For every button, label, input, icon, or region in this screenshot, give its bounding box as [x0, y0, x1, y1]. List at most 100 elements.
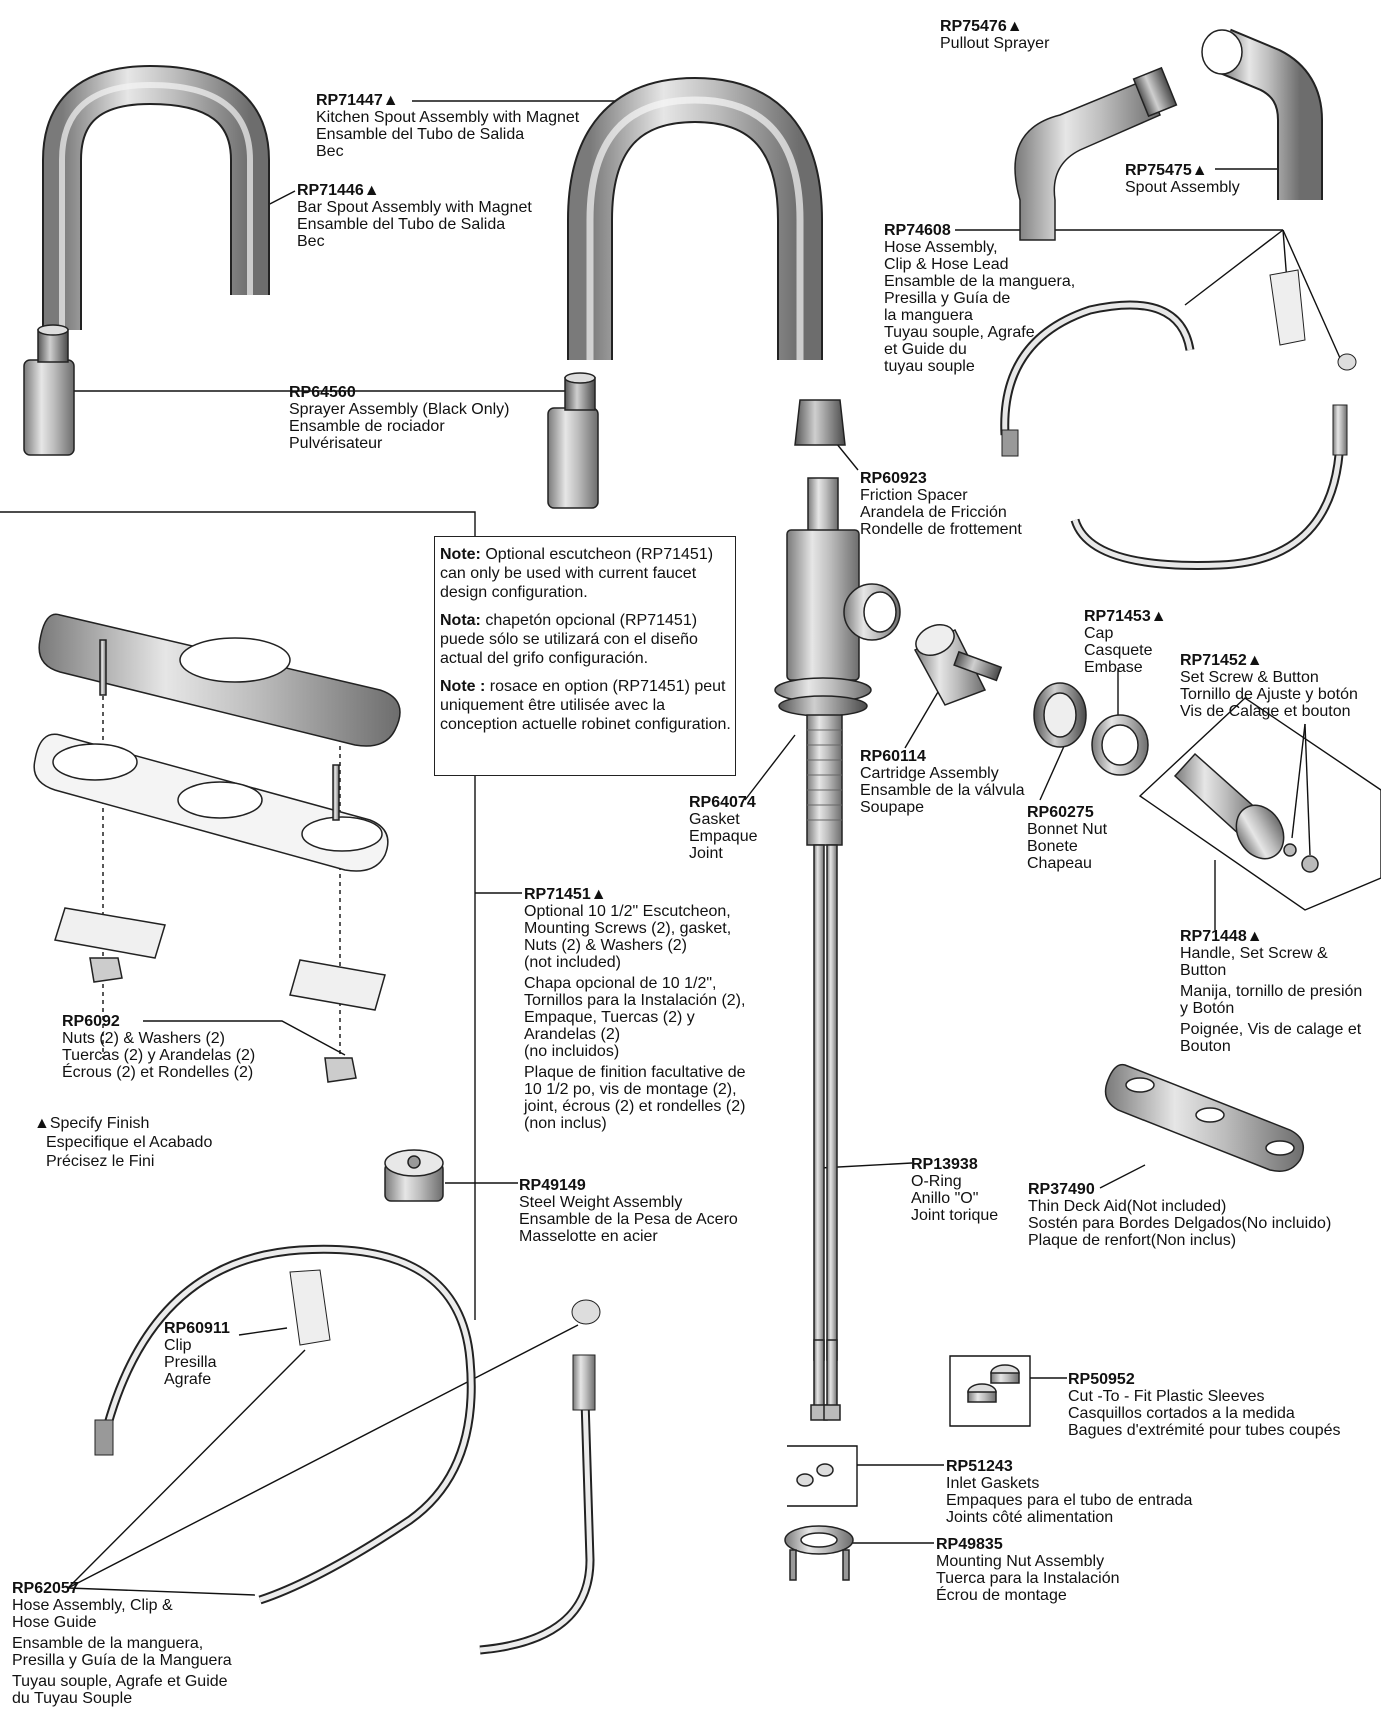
part-description-line: Poignée, Vis de calage et — [1180, 1021, 1362, 1038]
small-parts-drawing — [784, 1364, 1020, 1581]
part-description-line: Chapa opcional de 10 1/2", — [524, 975, 717, 992]
part-description-line: Casquillos cortados a la medida — [1068, 1405, 1295, 1422]
part-description-line: Bec — [297, 233, 325, 250]
part-description-line: y Botón — [1180, 1000, 1235, 1017]
part-description-line: Set Screw & Button — [1180, 669, 1319, 686]
part-description-line: Tuyau souple, Agrafe et Guide — [12, 1673, 228, 1690]
part-description-line: (no incluidos) — [524, 1043, 620, 1060]
part-description-line: Hose Assembly, — [884, 239, 998, 256]
part-number: RP75475▲ — [1125, 162, 1208, 179]
part-label-rp71451: RP71451▲Optional 10 1/2" Escutcheon,Moun… — [524, 886, 745, 1132]
hose-top-right-drawing — [1000, 269, 1357, 570]
part-description-line: Empaque — [689, 828, 758, 845]
part-description-line: Nuts (2) & Washers (2) — [62, 1030, 225, 1047]
cartridge-group-drawing — [913, 624, 1149, 776]
part-description-line: Vis de Calage et bouton — [1180, 703, 1351, 720]
part-number: RP64074 — [689, 794, 756, 811]
part-number: RP13938 — [911, 1156, 978, 1173]
part-description-line: Friction Spacer — [860, 487, 968, 504]
leader-lines — [0, 100, 1381, 1596]
part-description-line: Ensamble de la válvula — [860, 782, 1025, 799]
note-en-text: Optional escutcheon (RP71451) can only b… — [440, 546, 714, 601]
part-description-line: Pulvérisateur — [289, 435, 383, 452]
part-description-line: (non inclus) — [524, 1115, 607, 1132]
part-description-line: Bar Spout Assembly with Magnet — [297, 199, 532, 216]
part-description-line: la manguera — [884, 307, 973, 324]
part-description-line: Soupape — [860, 799, 925, 816]
part-number: RP75476▲ — [940, 18, 1023, 35]
part-description-line: Plaque de finition facultative de — [524, 1064, 746, 1081]
part-description-line: Embase — [1084, 659, 1143, 676]
part-description-line: 10 1/2 po, vis de montage (2), — [524, 1081, 737, 1098]
part-description-line: Masselotte en acier — [519, 1228, 658, 1245]
part-description-line: Chapeau — [1027, 855, 1092, 872]
handle-drawing — [1173, 752, 1319, 873]
part-description-line: Tornillos para la Instalación (2), — [524, 992, 746, 1009]
part-description-line: Joint torique — [911, 1207, 999, 1224]
part-description-line: Bec — [316, 143, 344, 160]
part-description-line: Agrafe — [164, 1371, 212, 1388]
part-description-line: Steel Weight Assembly — [519, 1194, 683, 1211]
part-description-line: Ensamble del Tubo de Salida — [316, 126, 525, 143]
part-description-line: Spout Assembly — [1125, 179, 1240, 196]
part-number: RP71453▲ — [1084, 608, 1167, 625]
part-number: RP49835 — [936, 1536, 1003, 1553]
part-number: RP71451▲ — [524, 886, 607, 903]
note-fr-text: rosace en option (RP71451) peut uniqueme… — [440, 678, 731, 733]
finish-legend-es: Especifique el Acabado — [46, 1134, 213, 1151]
part-description-line: Clip — [164, 1337, 192, 1354]
part-description-line: Mounting Screws (2), gasket, — [524, 920, 732, 937]
part-description-line: Nuts (2) & Washers (2) — [524, 937, 687, 954]
part-description-line: Écrous (2) et Rondelles (2) — [62, 1064, 254, 1081]
part-description-line: du Tuyau Souple — [12, 1690, 133, 1707]
part-description-line: Gasket — [689, 811, 740, 828]
part-description-line: Bonete — [1027, 838, 1078, 855]
kitchen-spout-drawing — [567, 76, 823, 360]
part-description-line: Bouton — [1180, 1038, 1231, 1055]
deck-aid-drawing — [1104, 1063, 1305, 1172]
part-number: RP60923 — [860, 470, 927, 487]
part-description-line: Pullout Sprayer — [940, 35, 1050, 52]
part-description-line: Clip & Hose Lead — [884, 256, 1009, 273]
part-description-line: Joint — [689, 845, 723, 862]
part-number: RP71448▲ — [1180, 928, 1263, 945]
part-description-line: Optional 10 1/2" Escutcheon, — [524, 903, 731, 920]
part-description-line: joint, écrous (2) et rondelles (2) — [524, 1098, 746, 1115]
hose-bottom-left-drawing — [94, 1244, 601, 1655]
part-description-line: Rondelle de frottement — [860, 521, 1022, 538]
part-description-line: Hose Guide — [12, 1614, 97, 1631]
finish-legend-fr: Précisez le Fini — [46, 1153, 155, 1170]
part-number: RP71452▲ — [1180, 652, 1263, 669]
part-number: RP50952 — [1068, 1371, 1135, 1388]
part-number: RP64560 — [289, 384, 356, 401]
escutcheon-note-box: Note: Optional escutcheon (RP71451) can … — [434, 536, 736, 776]
pullout-sprayer-drawing — [1014, 66, 1178, 241]
part-description-line: Plaque de renfort(Non inclus) — [1028, 1232, 1237, 1249]
part-description-line: Joints côté alimentation — [946, 1509, 1114, 1526]
part-description-line: Cap — [1084, 625, 1114, 642]
part-description-line: Ensamble de la Pesa de Acero — [519, 1211, 738, 1228]
part-description-line: Hose Assembly, Clip & — [12, 1597, 173, 1614]
part-description-line: Écrou de montage — [936, 1587, 1067, 1604]
part-description-line: Casquete — [1084, 642, 1153, 659]
part-description-line: Cut -To - Fit Plastic Sleeves — [1068, 1388, 1265, 1405]
part-description-line: tuyau souple — [884, 358, 975, 375]
part-description-line: Thin Deck Aid(Not included) — [1028, 1198, 1227, 1215]
part-description-line: Empaque, Tuercas (2) y — [524, 1009, 695, 1026]
part-number: RP51243 — [946, 1458, 1013, 1475]
